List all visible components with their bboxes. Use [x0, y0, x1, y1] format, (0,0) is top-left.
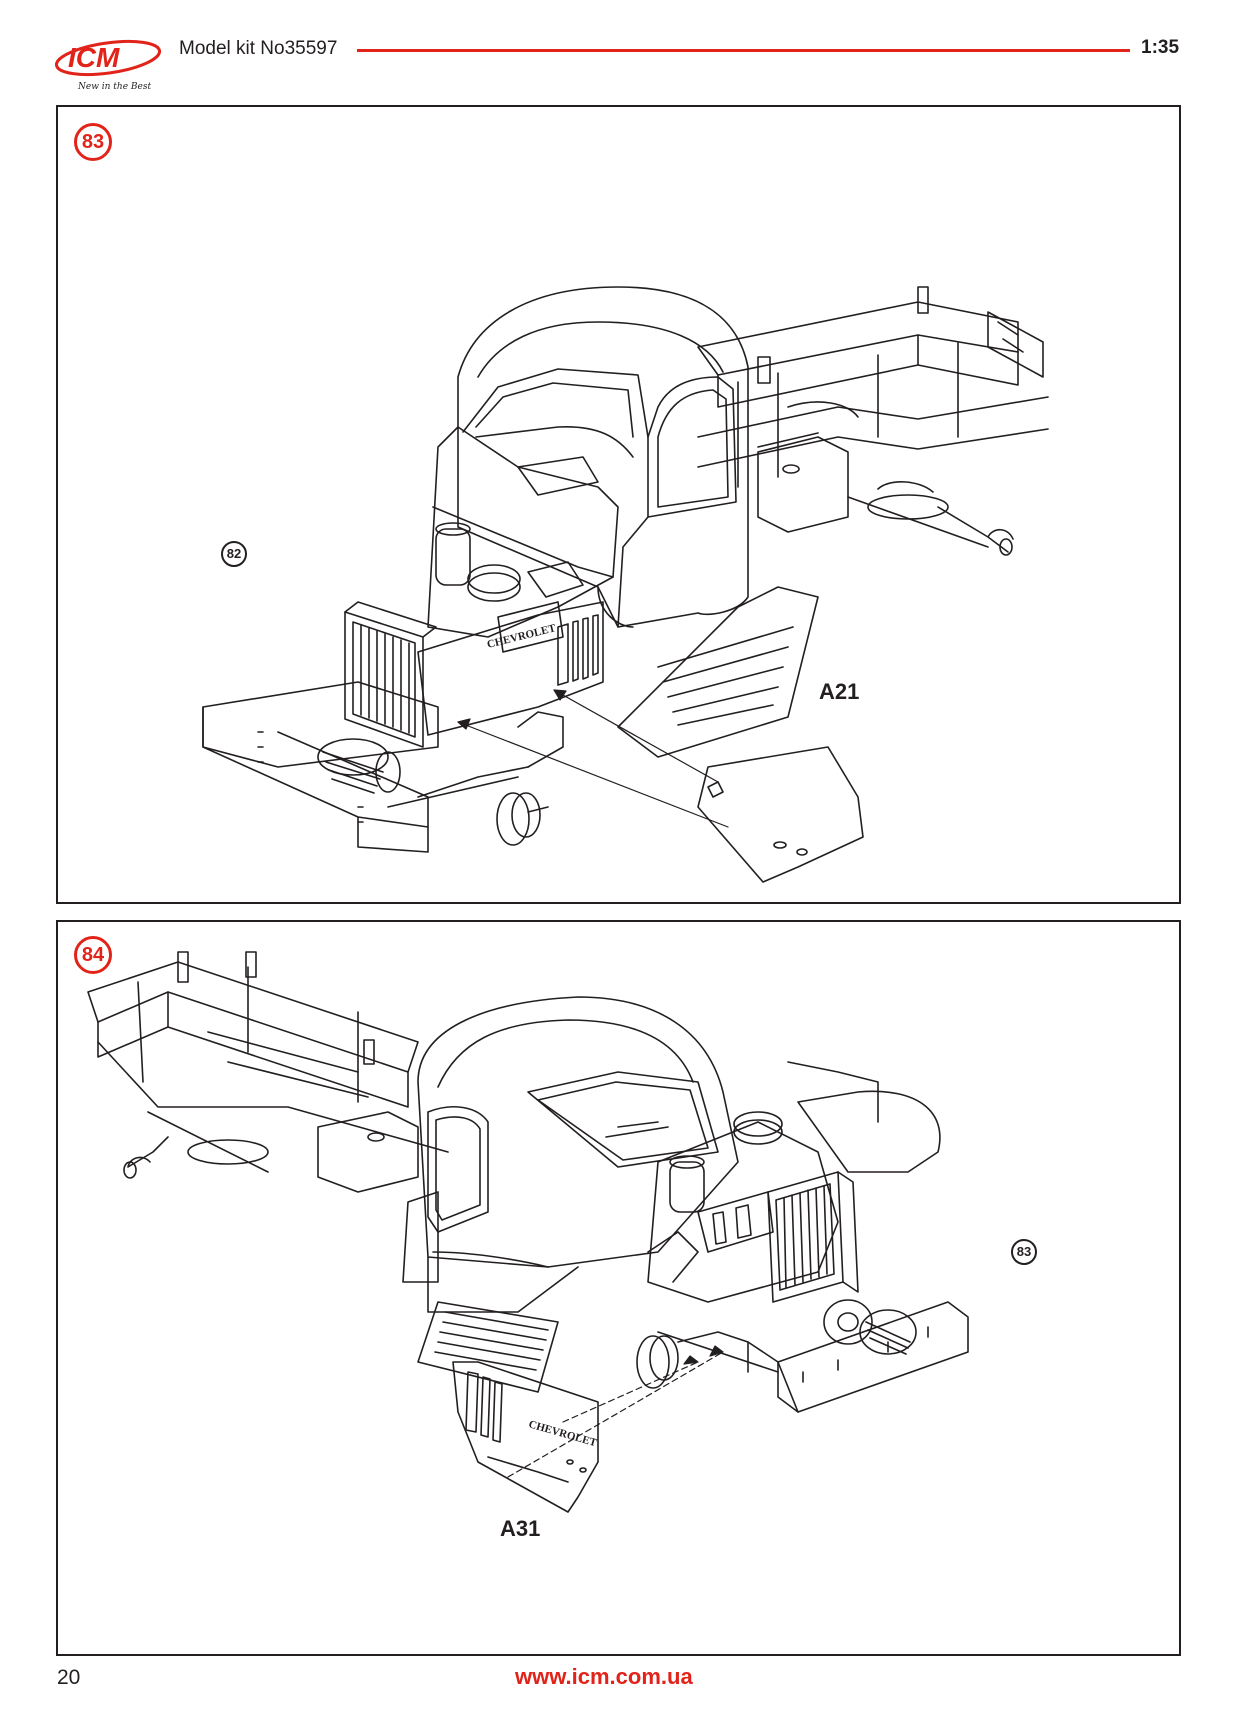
hood-side-panel: CHEVROLET	[417, 601, 604, 736]
engine-bay	[647, 1061, 879, 1303]
cab-body	[402, 996, 739, 1313]
fuel-tank	[757, 436, 849, 533]
chassis-frame-rear	[697, 286, 1049, 488]
website-link[interactable]: www.icm.com.ua	[515, 1664, 693, 1689]
cab-body	[457, 286, 819, 758]
model-kit-number: Model kit No35597	[179, 38, 338, 59]
page-header: ICM New in the Best Model kit No35597 1:…	[0, 0, 1238, 100]
page-number: 20	[57, 1666, 81, 1689]
part-label-a31: A31	[500, 1516, 541, 1541]
front-chassis	[202, 681, 439, 853]
logo-tagline: New in the Best	[77, 82, 151, 92]
step-84-panel: 84	[56, 920, 1181, 1656]
step-84-drawing: CHEVROLET	[87, 951, 969, 1513]
radiator	[767, 1171, 859, 1303]
front-axle	[387, 711, 564, 846]
assembly-arrows	[507, 1351, 724, 1478]
chassis-frame-rear	[87, 951, 449, 1153]
previous-step-reference: 82	[221, 541, 247, 567]
front-axle	[636, 1231, 779, 1389]
scale-label: 1:35	[1141, 37, 1180, 58]
step-83-panel: 83	[56, 105, 1181, 904]
running-board	[417, 1301, 559, 1393]
logo-brand: ICM	[68, 42, 120, 73]
previous-step-reference: 83	[1011, 1239, 1037, 1265]
hood-top-panel	[797, 1090, 941, 1173]
rear-axle	[123, 1111, 269, 1179]
front-chassis	[747, 1299, 969, 1413]
assembly-arrows	[457, 689, 729, 828]
step-number-badge: 84	[74, 936, 112, 974]
rear-axle	[847, 481, 1014, 556]
header-rule	[357, 49, 1130, 52]
step-number-badge: 83	[74, 123, 112, 161]
part-label-a21: A21	[819, 679, 860, 704]
fuel-tank	[317, 1111, 419, 1193]
step-83-drawing: CHEVROLET	[202, 286, 1049, 883]
engine-bay	[427, 426, 619, 653]
radiator	[344, 601, 437, 748]
icm-logo: ICM New in the Best	[54, 39, 162, 92]
part-a21-hood-panel	[697, 746, 864, 883]
